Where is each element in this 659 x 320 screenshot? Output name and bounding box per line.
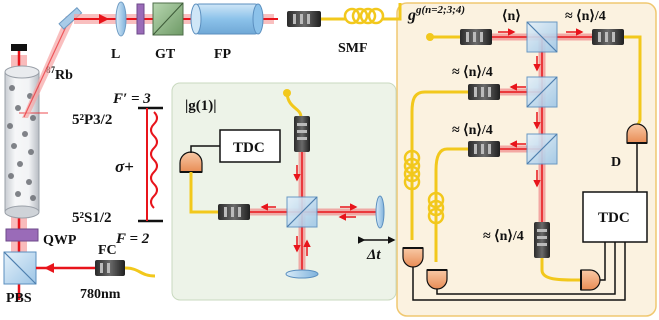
fiber-coupler-gn-out4 bbox=[534, 222, 550, 258]
rb-vapor-cell bbox=[4, 65, 40, 219]
delta-t-label: Δt bbox=[366, 247, 381, 263]
pbs-cube bbox=[3, 251, 37, 285]
beam-splitter-gn-1 bbox=[526, 21, 558, 53]
energy-level-diagram bbox=[138, 106, 163, 223]
detector-gn-2 bbox=[402, 247, 424, 268]
rb-label: 87Rb bbox=[46, 65, 73, 83]
beam-splitter-g1 bbox=[286, 196, 318, 228]
fiber-coupler-gn-out1 bbox=[592, 29, 624, 45]
gt-label: GT bbox=[155, 47, 176, 62]
tdc-left-label: TDC bbox=[233, 140, 265, 156]
f-excited-label: F′ = 3 bbox=[112, 91, 151, 107]
n-quarter-label-2: ≈ ⟨n⟩/4 bbox=[452, 65, 493, 80]
fiber-coupler-top bbox=[287, 11, 321, 27]
lens-label: L bbox=[111, 47, 120, 62]
tdc-left bbox=[219, 129, 281, 163]
beam-splitter-gn-2 bbox=[526, 76, 558, 108]
lens-l bbox=[115, 1, 127, 37]
pbs-label: PBS bbox=[6, 291, 32, 306]
n-quarter-label-3: ≈ ⟨n⟩/4 bbox=[452, 123, 493, 138]
n-quarter-label-4: ≈ ⟨n⟩/4 bbox=[483, 229, 524, 244]
ground-state-label: 5²S1/2 bbox=[72, 210, 112, 226]
fp-label: FP bbox=[214, 47, 232, 62]
fiber-coils bbox=[403, 149, 445, 225]
detector-d-label: D bbox=[611, 155, 621, 170]
n-quarter-label-1: ≈ ⟨n⟩/4 bbox=[565, 9, 606, 24]
qwp bbox=[5, 228, 39, 242]
smf-label: SMF bbox=[338, 41, 368, 56]
tdc-wires bbox=[412, 143, 638, 301]
beam-dump bbox=[11, 44, 27, 51]
fabry-perot-etalon bbox=[190, 3, 264, 35]
mirror-g1-movable bbox=[375, 195, 385, 229]
gn-title: gg(n=2;3;4) bbox=[407, 4, 465, 24]
mirror bbox=[58, 7, 83, 30]
f-ground-label: F = 2 bbox=[115, 231, 150, 247]
sigma-label: σ+ bbox=[115, 157, 134, 176]
fiber-coupler-g1-top bbox=[294, 116, 310, 152]
g1-title: |g(1)| bbox=[185, 98, 217, 114]
detector-g1-left bbox=[179, 151, 203, 173]
fiber-coupler-g1-left bbox=[218, 204, 250, 220]
excited-state-label: 5²P3/2 bbox=[72, 112, 112, 128]
fiber-coupler-gn-out2 bbox=[468, 84, 500, 100]
smf-coil bbox=[343, 7, 385, 25]
detector-gn-4 bbox=[580, 269, 601, 291]
qwp-label: QWP bbox=[43, 233, 77, 248]
wavelength-label: 780nm bbox=[80, 287, 121, 302]
waveplate-purple bbox=[136, 3, 145, 35]
tdc-right bbox=[582, 191, 648, 243]
fiber-coupler-input bbox=[95, 260, 125, 276]
beam-splitter-gn-3 bbox=[526, 133, 558, 165]
glan-taylor-prism bbox=[152, 2, 184, 36]
tdc-right-label: TDC bbox=[598, 210, 630, 226]
fiber-coupler-gn-input bbox=[460, 29, 492, 45]
mirror-g1-fixed bbox=[285, 269, 319, 279]
g1-panel bbox=[171, 82, 397, 301]
fc-label: FC bbox=[98, 243, 117, 258]
n-in-label: ⟨n⟩ bbox=[502, 9, 521, 24]
detector-gn-d bbox=[626, 123, 648, 144]
fiber-coupler-gn-out3 bbox=[468, 141, 500, 157]
detector-gn-3 bbox=[426, 269, 448, 290]
